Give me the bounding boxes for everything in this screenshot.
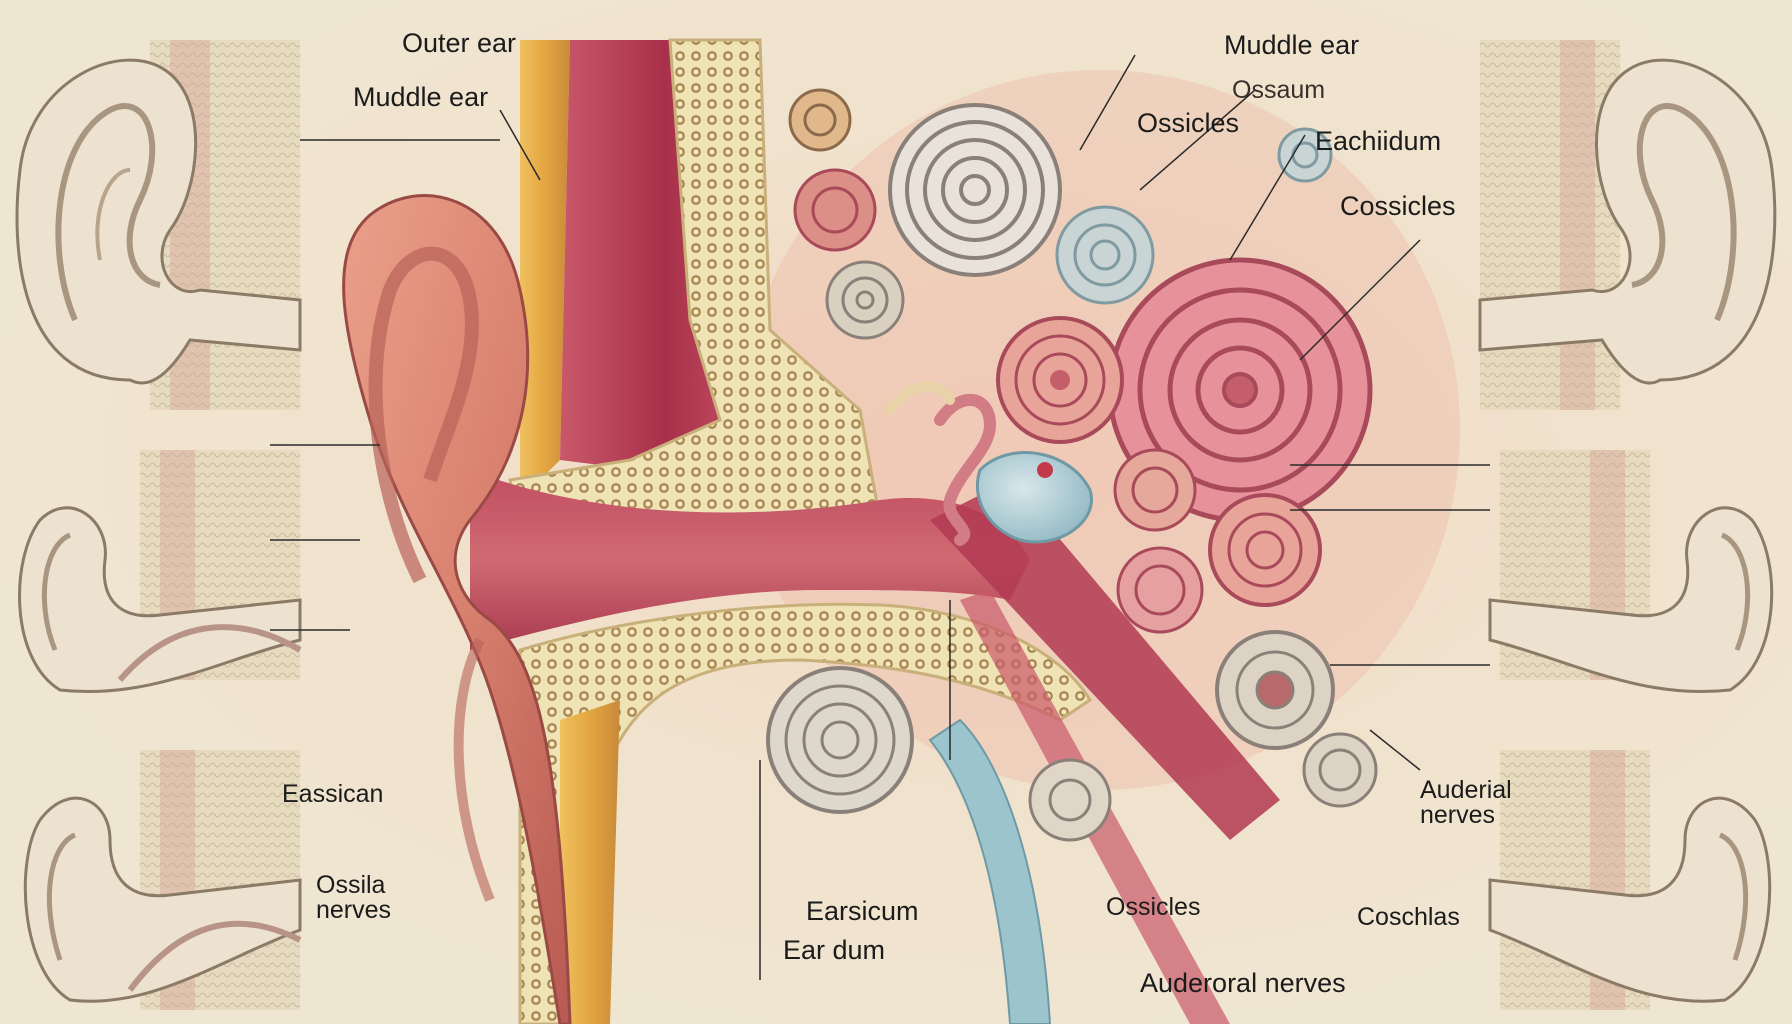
fat-layer-upper (520, 40, 570, 500)
sketch-ear-top-left (15, 40, 302, 410)
spiral-far-right-small (1302, 732, 1378, 808)
label-eachiidum: Eachiidum (1315, 126, 1442, 156)
pinna (342, 194, 572, 1024)
ear-canal (470, 470, 1030, 650)
temporal-bone-lower (518, 602, 1093, 1024)
lobule-fold (453, 637, 495, 902)
ossicle-incus (885, 381, 955, 415)
label-ossila-nerves: Ossila nerves (316, 871, 392, 924)
label-middle-ear-top: Muddle ear (1224, 30, 1360, 60)
auditory-nerve (928, 718, 1052, 1024)
label-middle-ear-left: Muddle ear (353, 82, 489, 112)
spiral-small-blue (1055, 205, 1155, 305)
sketch-ear-mid-left (18, 450, 302, 694)
spiral-large-grey (888, 103, 1062, 277)
spiral-small-top-left (788, 88, 852, 152)
fat-layer-lower (560, 700, 620, 1024)
spiral-bottom-small-coil (1028, 758, 1112, 842)
label-ossaum: Ossaum (1232, 76, 1326, 104)
label-ossicles-top: Ossicles (1137, 108, 1240, 138)
label-coschlas: Coschlas (1357, 903, 1460, 931)
label-earsicum: Earsicum (806, 896, 919, 926)
sketch-ear-bottom-right (1488, 750, 1772, 1010)
label-eassican: Eassican (282, 780, 384, 808)
sketch-ear-top-right (1478, 40, 1777, 410)
spiral-mid-right-small (1113, 448, 1197, 532)
muscle-band (930, 480, 1280, 840)
spiral-right-lower (1208, 493, 1322, 607)
spiral-mid-left-small (1116, 546, 1204, 634)
sketch-ear-mid-right (1488, 450, 1774, 694)
ossicle-malleus (934, 394, 997, 546)
spiral-small-left (825, 260, 905, 340)
eardrum (975, 451, 1093, 544)
leader-lines (270, 54, 1490, 980)
label-auderial-nerves: Auderial nerves (1420, 776, 1512, 829)
label-ear-dum: Ear dum (783, 935, 886, 965)
label-auderoral-nerves: Auderoral nerves (1140, 968, 1346, 998)
spiral-far-right-top (1277, 127, 1333, 183)
spiral-bottom-grey (766, 666, 914, 814)
label-cossicles: Cossicles (1340, 191, 1456, 221)
helix-fold (368, 246, 479, 584)
spiral-bottom-right-grey (1215, 630, 1335, 750)
label-outer-ear: Outer ear (402, 28, 517, 58)
label-ossicles-bottom: Ossicles (1106, 893, 1201, 921)
spiral-left-pink (793, 168, 877, 252)
spiral-mid-pink (996, 316, 1124, 444)
ossicle-stapes (1037, 462, 1053, 478)
sketch-ear-bottom-left (23, 750, 302, 1010)
